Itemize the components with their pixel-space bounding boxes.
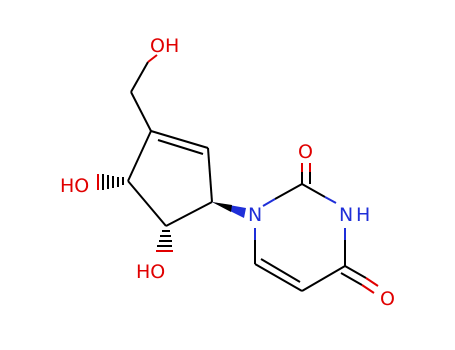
- o-bottom-label: O: [380, 288, 395, 310]
- bond-c2-n3: [301, 183, 326, 198]
- hashed-bond-c2-oh: HO: [136, 230, 173, 283]
- ho-bottom-label: HO: [136, 261, 165, 283]
- wedge-bond-c1-n1-black: [212, 202, 232, 212]
- bond-c1-c2: [165, 201, 213, 227]
- bond-ch2-o-red: [147, 54, 158, 63]
- oh-top-label: OH: [150, 35, 179, 57]
- n1-label: N: [248, 204, 262, 226]
- bond-c4-o-red: [365, 277, 379, 287]
- cyclopentene-ring: [127, 130, 213, 227]
- nh-h-label: H: [356, 204, 370, 226]
- uracil-ring: N O N H O: [248, 141, 395, 310]
- bond-c2-n3-n: [324, 196, 337, 204]
- bond-c4-ch2: [130, 91, 152, 132]
- o-top-label: O: [298, 141, 313, 163]
- bond-c5-c1: [207, 147, 213, 203]
- bond-c3-c4: [127, 130, 152, 182]
- ho-left-label: HO: [60, 175, 89, 197]
- bond-c5-c6-inner: [260, 258, 301, 283]
- bond-c4-c5: [301, 265, 346, 292]
- bond-c4-c5-double: [150, 130, 209, 149]
- bond-n1-c2: [274, 183, 303, 200]
- bond-c5-c6: [254, 263, 303, 292]
- bond-c4-c5-inner: [157, 139, 204, 155]
- hashed-bond-c3-oh: HO: [60, 174, 124, 197]
- bond-ch2-o: [130, 61, 149, 93]
- bond-c4-o: [344, 265, 367, 279]
- hydroxymethyl-group: OH: [130, 35, 179, 132]
- bond-c4-o-red-2: [361, 284, 375, 294]
- bond-n1-c2-n: [262, 198, 276, 207]
- n3-label: N: [339, 204, 353, 226]
- bond-c4-o-2: [340, 272, 363, 286]
- bond-c2-c3: [127, 180, 167, 227]
